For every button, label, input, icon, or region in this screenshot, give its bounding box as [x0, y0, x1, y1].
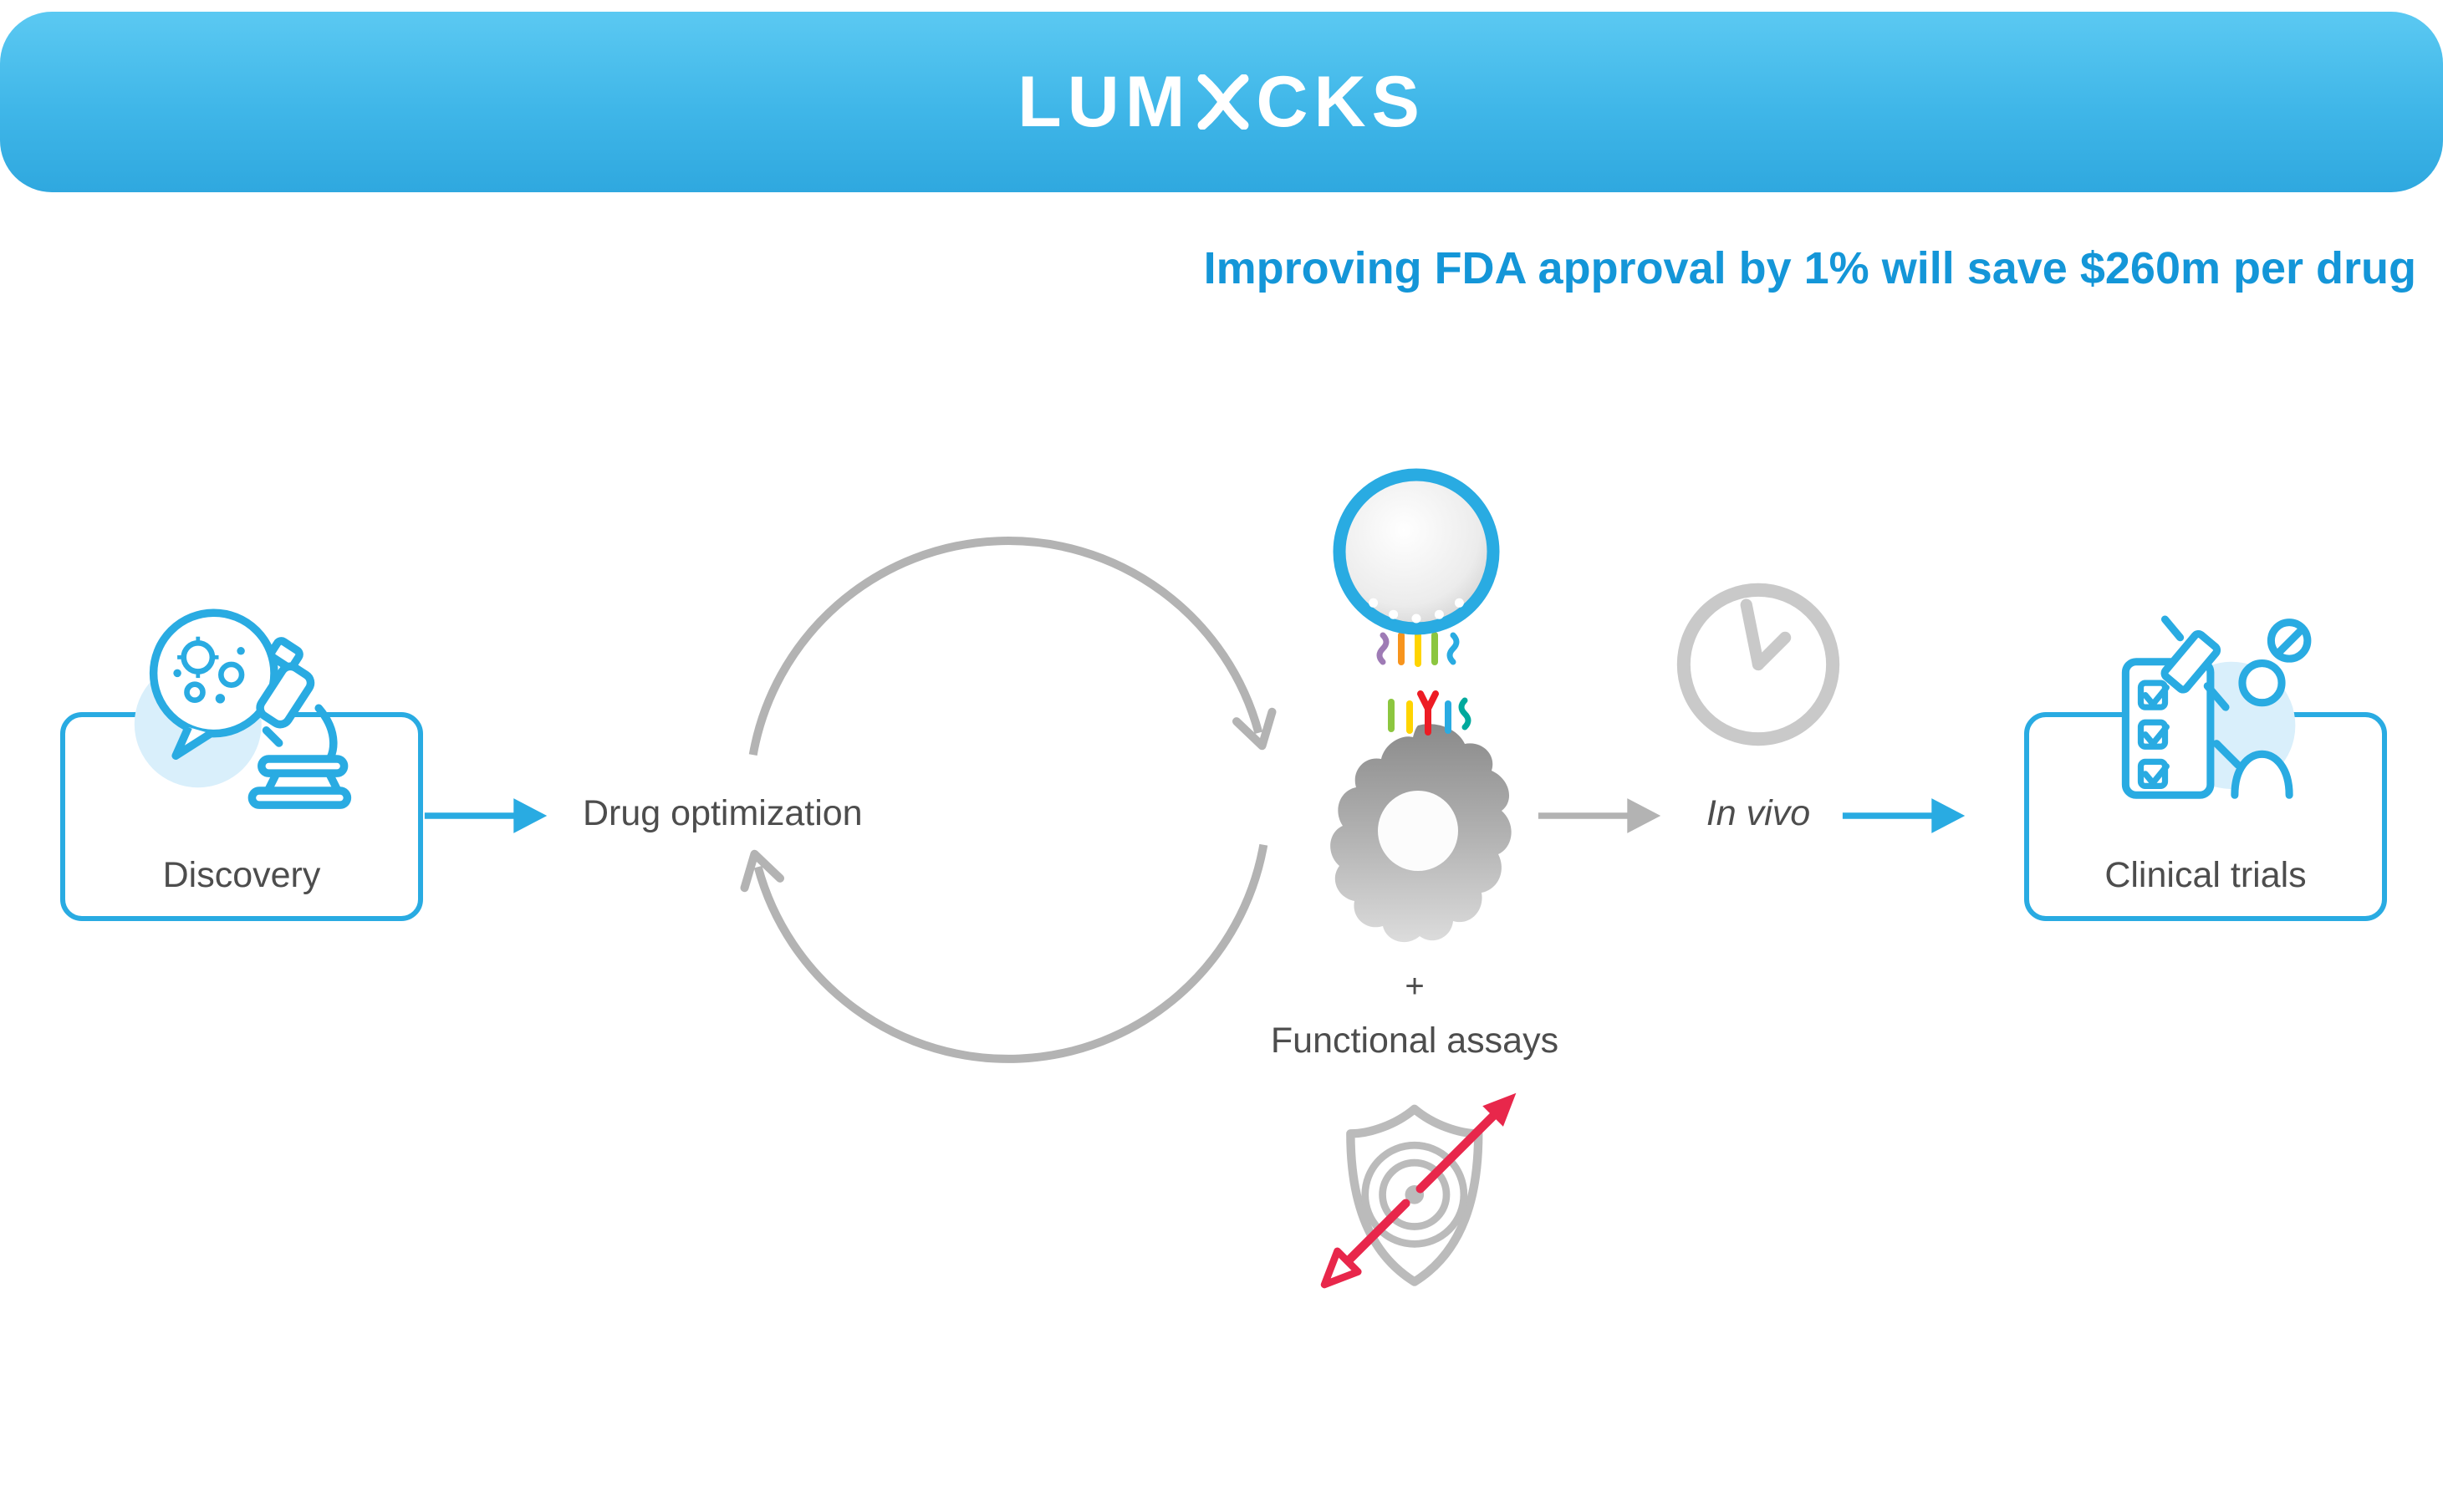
drug-optimization-label: Drug optimization	[583, 793, 863, 833]
dna-x-icon	[1197, 74, 1249, 130]
patient-treatment-icon	[2121, 615, 2312, 799]
brand-banner: LUM CKS	[0, 12, 2443, 192]
arrow-invivo-to-clinical-icon	[1842, 798, 1966, 833]
clinical-trials-label: Clinical trials	[2104, 855, 2307, 895]
clock-icon	[1676, 583, 1840, 746]
logo-text-suffix: CKS	[1256, 62, 1426, 142]
functional-assays-label: Functional assays	[1270, 1021, 1559, 1061]
logo-text-prefix: LUM	[1017, 62, 1191, 142]
cycle-arrows-icon	[740, 537, 1277, 1063]
microscope-pathogen-icon	[134, 608, 352, 809]
in-vivo-label: In vivo	[1706, 793, 1811, 833]
arrow-discovery-to-optimization-icon	[424, 798, 548, 833]
arrow-assays-to-invivo-icon	[1538, 798, 1661, 833]
lumicks-logo: LUM CKS	[1017, 66, 1426, 138]
headline: Improving FDA approval by 1% will save $…	[1203, 243, 2416, 293]
bead-cell-assay-icon	[1330, 468, 1512, 943]
discovery-label: Discovery	[162, 855, 321, 895]
plus-sign: +	[1405, 968, 1425, 1005]
shield-target-darts-icon	[1320, 1092, 1517, 1289]
